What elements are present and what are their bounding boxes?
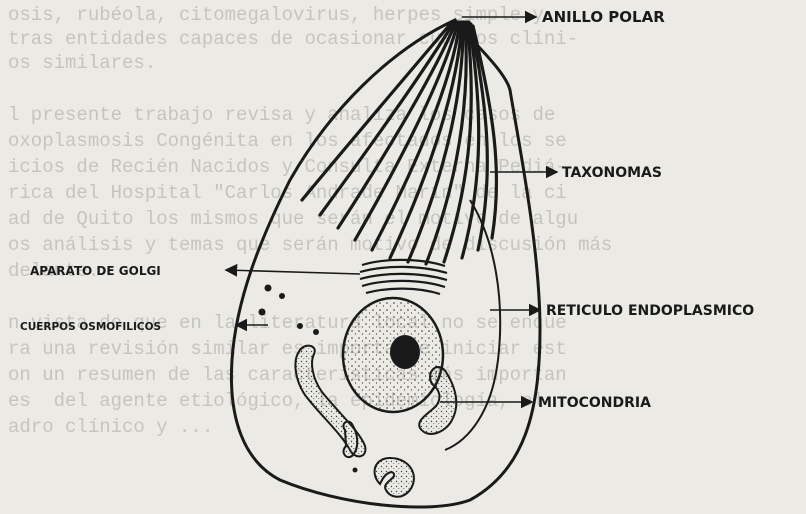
nucleolus	[390, 335, 420, 369]
golgi-apparatus	[360, 260, 447, 294]
label-cuerpos: CUERPOS OSMOFILICOS	[20, 321, 161, 333]
label-mitocondria: MITOCONDRIA	[538, 395, 651, 411]
label-aparato-golgi: APARATO DE GOLGI	[30, 264, 161, 278]
label-anillo-polar: ANILLO POLAR	[542, 8, 665, 26]
label-reticulo: RETICULO ENDOPLASMICO	[546, 303, 754, 319]
golgi-arrow	[226, 270, 360, 274]
label-taxonomas: TAXONOMAS	[562, 165, 662, 181]
taxonomas-fibers	[302, 22, 497, 264]
